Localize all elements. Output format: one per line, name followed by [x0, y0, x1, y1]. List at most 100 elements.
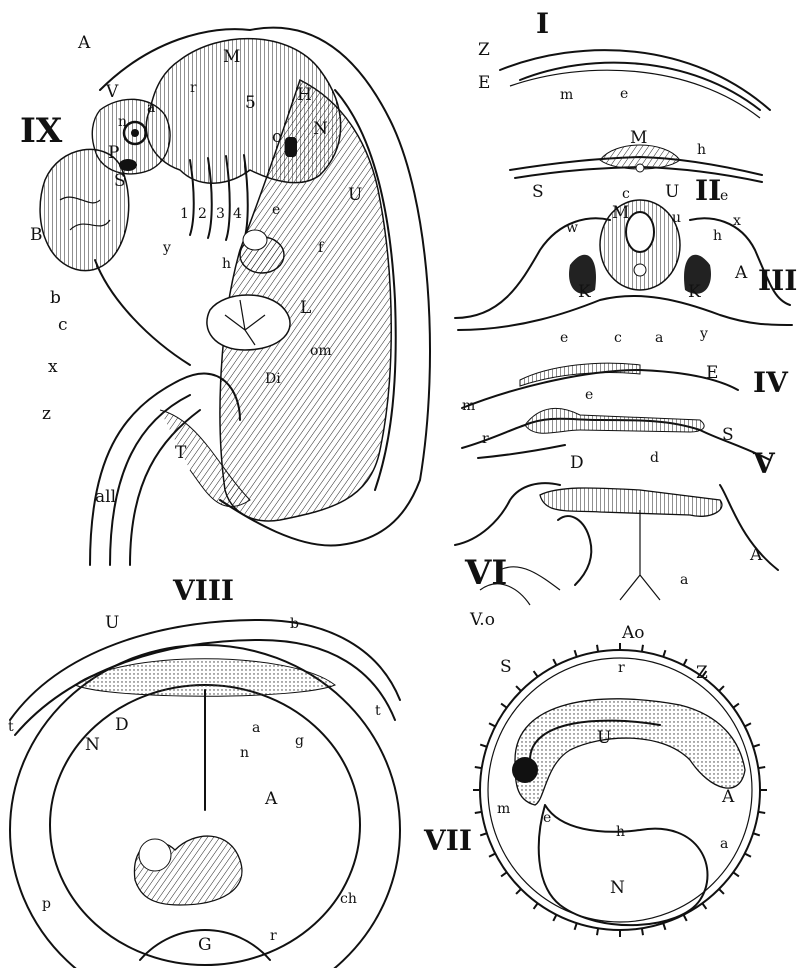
- vii-villus: [719, 889, 724, 894]
- vii-villus: [501, 704, 507, 708]
- vii-villus: [745, 854, 751, 857]
- ix-label-p: P: [108, 143, 119, 163]
- iii-label-m: M: [612, 203, 629, 223]
- viii-label-t-right: t: [375, 703, 381, 719]
- iii-label-k-right: K: [688, 282, 701, 302]
- ix-label-s: S: [114, 171, 126, 191]
- iv-label-e: e: [585, 387, 593, 403]
- vi-label-a: a: [680, 572, 688, 588]
- vii-villus: [475, 812, 482, 813]
- vi-embryo-body: [540, 488, 722, 516]
- vii-villus: [575, 650, 577, 657]
- ii-label-m: M: [630, 128, 647, 148]
- vi-label-vo: V.o: [469, 610, 495, 630]
- iii-label-h: h: [713, 228, 722, 244]
- iv-label-m: m: [462, 398, 475, 414]
- i-zona: [500, 50, 770, 110]
- vii-villus: [758, 812, 765, 813]
- iii-label-y: y: [699, 326, 708, 342]
- iii-label-u: u: [672, 210, 681, 226]
- vii-villus: [745, 723, 751, 726]
- ii-label-e: e: [720, 188, 728, 204]
- iii-label-a-upper: A: [734, 263, 748, 283]
- ix-label-4: 4: [233, 206, 242, 222]
- vii-villus: [516, 686, 521, 691]
- v-numeral: V: [752, 447, 776, 480]
- figure-v: V r S D d: [462, 408, 776, 480]
- vii-villus: [480, 745, 487, 747]
- viii-label-r: r: [270, 928, 277, 944]
- ix-label-r: r: [190, 80, 197, 96]
- vii-villus: [733, 704, 739, 708]
- viii-fetus-head: [139, 839, 171, 871]
- ix-otocyst: [285, 137, 297, 157]
- vii-villus: [597, 645, 598, 652]
- ix-label-y: y: [162, 240, 171, 256]
- ix-yolk-sac: [40, 149, 129, 270]
- vii-villus: [758, 767, 765, 768]
- v-label-r: r: [482, 431, 489, 447]
- ix-label-a: a: [147, 100, 155, 116]
- vii-label-a-upper: A: [721, 787, 735, 807]
- ix-label-5: 5: [245, 93, 256, 113]
- viii-label-p: p: [42, 896, 51, 912]
- i-numeral: I: [536, 7, 549, 40]
- vii-villus: [684, 915, 687, 921]
- i-label-e-upper: E: [478, 73, 490, 93]
- vii-villus: [501, 872, 507, 876]
- v-embryo-body: [525, 408, 704, 433]
- vii-villus: [575, 923, 577, 930]
- ii-label-u: U: [665, 182, 679, 202]
- ix-label-m: M: [223, 47, 240, 67]
- ix-vitelline-duct: [95, 260, 190, 365]
- i-label-e: e: [620, 86, 628, 102]
- iii-label-w: w: [566, 220, 578, 236]
- i-label-m: m: [560, 87, 573, 103]
- ix-label-t: T: [175, 443, 187, 463]
- vii-label-h: h: [616, 824, 625, 840]
- vii-villus: [733, 872, 739, 876]
- vii-villus: [475, 767, 482, 768]
- viii-label-a-upper: A: [264, 789, 278, 809]
- vii-label-a: a: [720, 836, 728, 852]
- figure-ii: II M h S c U e: [510, 128, 762, 207]
- vii-villus: [663, 650, 665, 657]
- ix-label-all: all: [95, 487, 116, 507]
- vii-villus: [642, 928, 643, 935]
- vii-label-m: m: [497, 801, 510, 817]
- iii-neural-canal: [626, 212, 654, 252]
- v-label-d: d: [650, 450, 659, 466]
- ix-label-e: e: [272, 202, 280, 218]
- vii-villus: [489, 854, 495, 857]
- iii-label-a: a: [655, 330, 663, 346]
- vii-label-s: S: [500, 657, 512, 677]
- ix-label-2: 2: [198, 206, 207, 222]
- figure-vii: VII S r Z U m e h A a N: [423, 643, 767, 937]
- viii-label-t-left: t: [8, 719, 14, 735]
- vii-villus: [516, 889, 521, 894]
- iii-label-k-left: K: [578, 282, 591, 302]
- ix-liver: [207, 295, 290, 350]
- viii-label-d: D: [115, 715, 129, 735]
- vii-label-u: U: [597, 728, 611, 748]
- viii-label-u: U: [105, 613, 119, 633]
- iv-numeral: IV: [753, 366, 789, 399]
- v-label-s: S: [722, 425, 734, 445]
- vii-villus: [480, 833, 487, 835]
- iv-label-e-upper: E: [706, 363, 718, 383]
- vii-villus: [684, 659, 687, 665]
- ix-label-b: b: [50, 288, 61, 308]
- vii-label-n-upper: N: [610, 878, 625, 898]
- iii-base-line: [458, 296, 792, 330]
- vii-head: [512, 757, 538, 783]
- v-inner-line: [478, 445, 565, 458]
- ix-label-3: 3: [216, 206, 225, 222]
- vii-label-e: e: [543, 810, 551, 826]
- vii-villus: [753, 745, 760, 747]
- vii-embryo-area: [515, 699, 745, 805]
- vi-label-ao: Ao: [621, 623, 645, 643]
- ix-label-x: x: [48, 357, 58, 377]
- vii-villus: [642, 645, 643, 652]
- iii-label-x: x: [733, 213, 741, 229]
- vii-villus: [702, 903, 706, 909]
